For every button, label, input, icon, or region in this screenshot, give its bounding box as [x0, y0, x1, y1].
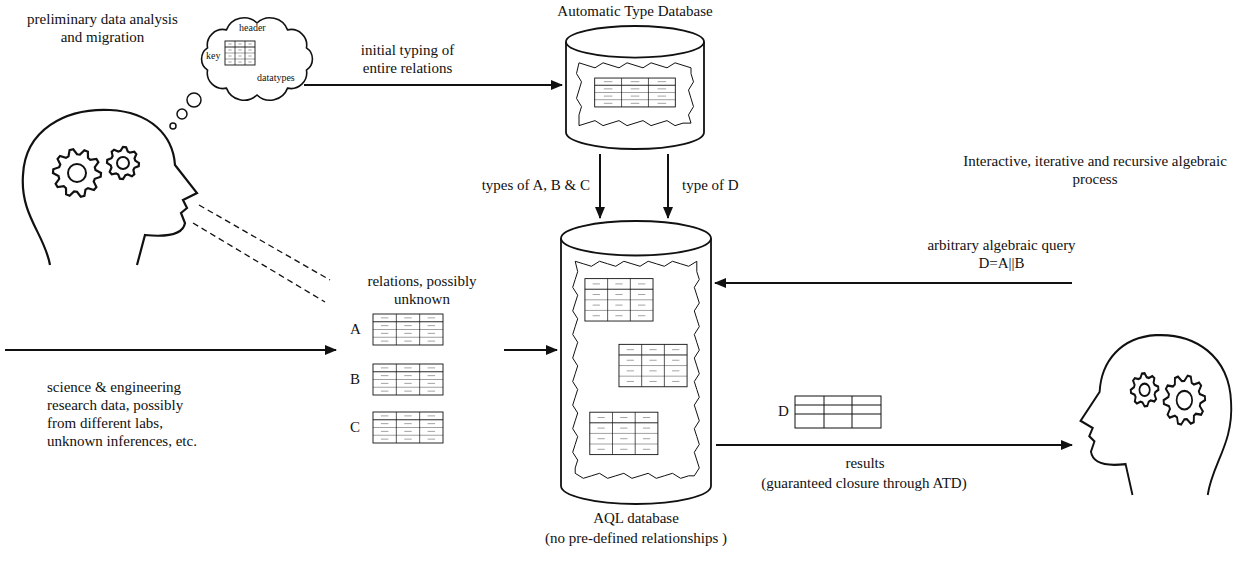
relation-table: B: [350, 362, 450, 397]
flow-arrow: [504, 349, 557, 351]
mini-table: [373, 412, 443, 443]
gear-hub: [68, 164, 86, 182]
flow-arrow: [715, 282, 1072, 284]
dashed-link: [193, 223, 325, 302]
flow-arrow: [304, 84, 562, 86]
edge-label: results: [828, 454, 902, 472]
cloud-label: header: [239, 22, 266, 34]
relation-table: A: [350, 312, 450, 347]
head-shape: [1078, 330, 1238, 495]
gear-hub: [117, 157, 129, 169]
cyl-shape: [565, 25, 705, 150]
edge-label: type of D: [680, 176, 774, 194]
database-cylinder: Automatic Type Database: [548, 2, 722, 150]
table-shape: [372, 411, 444, 444]
source-note: science & engineering research data, pos…: [45, 378, 217, 450]
cylinder-body: [561, 238, 711, 504]
head-outline: [23, 110, 197, 265]
result-table: [795, 396, 881, 428]
node-label: preliminary data analysis and migration: [15, 10, 190, 46]
gear-hub: [1139, 384, 1149, 396]
mini-table: [225, 41, 255, 65]
thought-bubble: [170, 123, 176, 129]
mini-table: [590, 412, 658, 454]
thought-bubble: [177, 109, 187, 119]
cyl-shape: [560, 220, 712, 505]
node-label: Automatic Type Database: [548, 2, 722, 20]
node-label: A: [350, 320, 361, 338]
table-shape: [372, 313, 444, 346]
torn-paper: [573, 261, 700, 478]
mini-table: [595, 78, 676, 107]
mini-table: [619, 344, 687, 386]
edge-label: types of A, B & C: [448, 176, 592, 194]
flow-arrow: [599, 154, 601, 218]
mini-table: [585, 279, 653, 321]
node-label: C: [350, 418, 360, 436]
head-outline: [1081, 335, 1232, 495]
person-head: preliminary data analysis and migration: [10, 8, 195, 270]
mini-table: [373, 364, 443, 395]
gear: [1131, 373, 1159, 406]
edge-label: initial typing of entire relations: [343, 41, 472, 77]
head-shape: [15, 105, 200, 265]
thought-cloud: header key datatypes: [195, 12, 320, 107]
node-label: Interactive, iterative and recursive alg…: [960, 152, 1230, 188]
cloud-label: key: [206, 50, 220, 62]
flow-arrow: [716, 444, 1072, 446]
edge-label: arbitrary algebraic query D=A||B: [910, 236, 1094, 272]
gear: [53, 149, 101, 196]
node-label: (no pre-defined relationships ): [525, 529, 747, 547]
cylinder-top: [561, 221, 711, 255]
relation-table: C: [350, 410, 450, 445]
node-label: B: [350, 370, 360, 388]
gear-hub: [1177, 391, 1193, 410]
cloud-label: datatypes: [257, 72, 295, 84]
dashed-link: [199, 205, 330, 280]
database-cylinder: AQL database (no pre-defined relationship…: [525, 220, 747, 550]
cylinder-top: [566, 26, 704, 58]
node-label: AQL database: [525, 509, 747, 527]
person-head: Interactive, iterative and recursive alg…: [950, 150, 1240, 495]
gear: [107, 147, 139, 179]
mini-table: [373, 314, 443, 345]
relations-group: relations, possibly unknownA B C: [345, 272, 500, 452]
result-note: (guaranteed closure through ATD): [742, 474, 986, 492]
input-arrow: [5, 349, 336, 351]
cloud-outline: [202, 18, 313, 100]
torn-paper: [577, 63, 694, 126]
node-label: relations, possibly unknown: [364, 272, 480, 308]
flow-arrow: [667, 154, 669, 218]
thought-bubble: [187, 93, 201, 107]
gear: [1164, 376, 1206, 425]
table-shape: [372, 363, 444, 396]
table-letter: D: [776, 402, 791, 420]
